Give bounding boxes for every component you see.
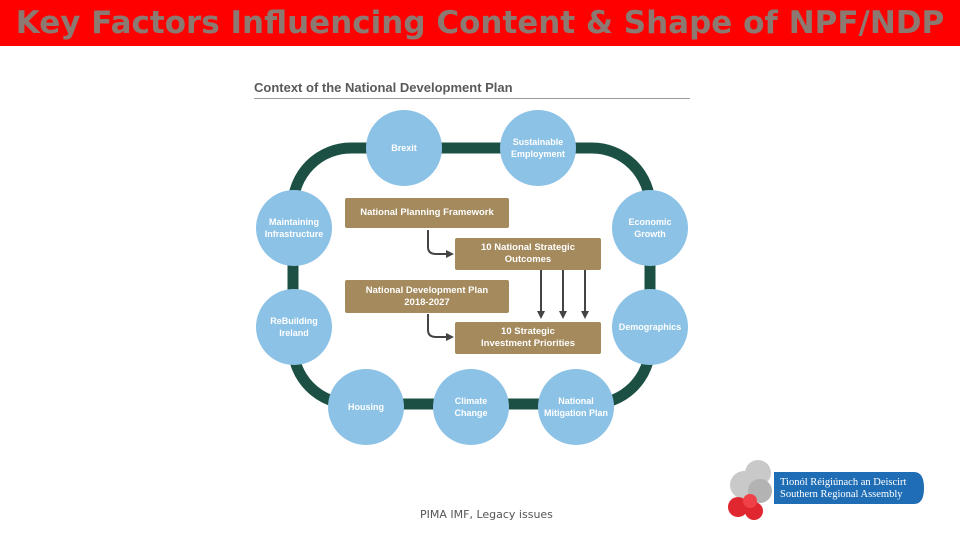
circle-demographics: Demographics xyxy=(612,289,688,365)
circle-sustainable-employment: Sustainable Employment xyxy=(500,110,576,186)
circle-economic-growth: Economic Growth xyxy=(612,190,688,266)
box-national-planning-framework: National Planning Framework xyxy=(345,198,509,228)
box-strategic-investment-priorities: 10 Strategic Investment Priorities xyxy=(455,322,601,354)
figure-title: Context of the National Development Plan xyxy=(254,80,513,95)
box-national-development-plan: National Development Plan 2018-2027 xyxy=(345,280,509,313)
box-national-strategic-outcomes: 10 National Strategic Outcomes xyxy=(455,238,601,270)
footer-text: PIMA IMF, Legacy issues xyxy=(420,508,553,521)
loop-path xyxy=(287,142,656,410)
logo-text-english: Southern Regional Assembly xyxy=(780,489,903,500)
arrow-ndp-to-priorities xyxy=(427,314,454,341)
title-bar xyxy=(0,0,960,46)
logo-text-irish: Tionól Réigiúnach an Deiscirt xyxy=(780,477,907,488)
circle-maintaining-infrastructure: Maintaining Infrastructure xyxy=(256,190,332,266)
circle-climate-change: Climate Change xyxy=(433,369,509,445)
circle-brexit: Brexit xyxy=(366,110,442,186)
figure-title-rule xyxy=(254,98,690,99)
slide-title: Key Factors Influencing Content & Shape … xyxy=(15,5,945,41)
circle-national-mitigation-plan: National Mitigation Plan xyxy=(538,369,614,445)
circle-rebuilding-ireland: ReBuilding Ireland xyxy=(256,289,332,365)
arrow-npf-to-outcomes xyxy=(427,230,454,258)
regional-assembly-logo xyxy=(728,460,924,520)
circle-housing: Housing xyxy=(328,369,404,445)
